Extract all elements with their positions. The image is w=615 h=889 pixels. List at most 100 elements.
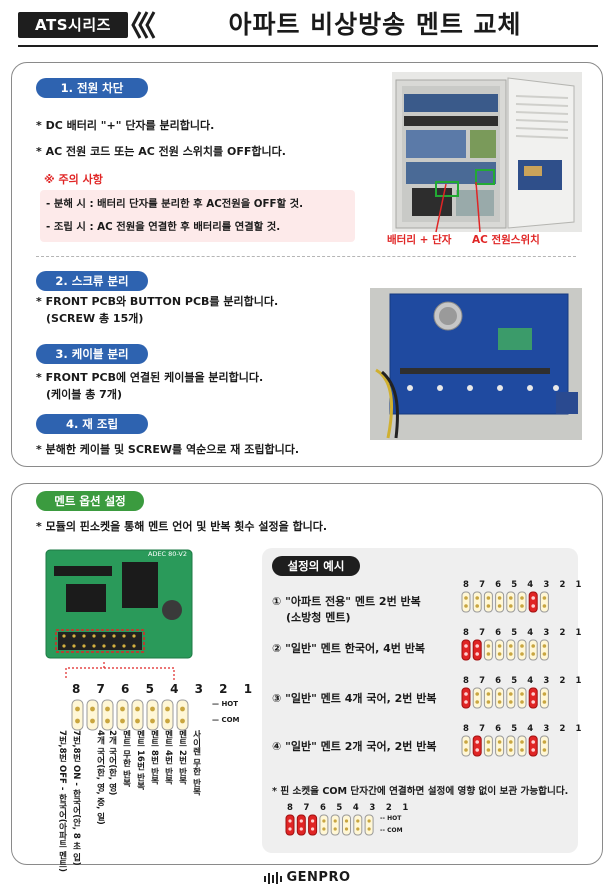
storage-note: * 핀 소켓을 COM 단자간에 연결하면 설정에 영향 없이 보관 가능합니다… [272, 786, 569, 797]
pin [542, 604, 547, 608]
pin-socket-on [296, 814, 306, 836]
pin [531, 692, 535, 696]
pin [367, 819, 371, 823]
title-rule [18, 45, 598, 47]
legend-pin3: 멘트 8번 반복 [149, 730, 159, 785]
pin [90, 706, 95, 712]
pin [509, 740, 513, 744]
pin [486, 748, 491, 752]
example-3-pins [461, 687, 549, 709]
pin-socket-off [495, 591, 505, 613]
pin [299, 819, 303, 823]
pin [486, 692, 491, 696]
pin [150, 718, 155, 724]
pin-socket-off [472, 687, 482, 709]
pin [520, 644, 524, 648]
pin [105, 706, 110, 712]
pin [520, 596, 524, 600]
pin-socket-off [506, 735, 516, 757]
cabinet-photo [392, 72, 582, 232]
pin [531, 652, 535, 656]
pin [475, 604, 479, 608]
pin [542, 692, 547, 696]
legend-pin5: 2개 국어(한, 영) [107, 730, 117, 796]
pin [509, 692, 513, 696]
pcb-photo [370, 288, 582, 440]
pin [486, 740, 491, 744]
pin [497, 604, 502, 608]
pin [486, 604, 491, 608]
pin [509, 748, 513, 752]
section2-pill: 2. 스크류 분리 [36, 271, 148, 291]
pin-socket-off [146, 699, 159, 731]
pin [497, 644, 502, 648]
pin-socket-off [353, 814, 363, 836]
pin [344, 819, 349, 823]
pin [288, 827, 292, 831]
pin [356, 819, 360, 823]
options-intro: * 모듈의 핀소켓을 통해 멘트 언어 및 반복 횟수 설정을 합니다. [36, 520, 328, 533]
pin-socket-on [528, 591, 538, 613]
storage-pins [285, 814, 374, 836]
pin-socket-off [483, 591, 493, 613]
pin-socket-off [539, 687, 549, 709]
pin-socket-off [342, 814, 351, 836]
section-divider [36, 256, 576, 257]
pin [367, 827, 371, 831]
pin [509, 596, 513, 600]
pin-socket-on [472, 639, 482, 661]
legend-pin1: 사이렌 무한 반복 [191, 730, 201, 796]
pin-socket-on [528, 687, 538, 709]
pin-socket-off [495, 639, 505, 661]
pin-socket-off [101, 699, 114, 731]
pin [464, 596, 468, 600]
pin [464, 644, 468, 648]
pin [311, 827, 315, 831]
pin [135, 718, 140, 724]
pin-socket-off [472, 591, 482, 613]
legend-pin8-on: 7번,8번 ON - 한국어(안, 8 초 입) [71, 730, 81, 866]
pin-socket-off [517, 687, 527, 709]
pin [464, 652, 468, 656]
pin-socket-off [483, 639, 493, 661]
pin-socket-off [506, 639, 516, 661]
legend-pin4: 멘트 무한 반복 [121, 730, 131, 787]
pin-socket-off [539, 591, 549, 613]
pin [165, 718, 170, 724]
legend-pin2: 멘트 2번 반복 [177, 730, 187, 785]
example-3-text: ③ "일반" 멘트 4개 국어, 2번 반복 [272, 692, 437, 705]
pointer-lines [435, 181, 481, 233]
example-2-pin-numbers: 8 7 6 5 4 3 2 1 [463, 628, 586, 638]
pin [288, 819, 292, 823]
pin [150, 706, 155, 712]
pin [475, 652, 479, 656]
pin [486, 700, 491, 704]
example-1-pin-numbers: 8 7 6 5 4 3 2 1 [463, 580, 586, 590]
section4-pill: 4. 재 조립 [36, 414, 148, 434]
caution-title: ※ 주의 사항 [44, 173, 103, 186]
pin [520, 700, 524, 704]
pin [497, 692, 502, 696]
pin-socket-off [495, 687, 505, 709]
pin [90, 718, 95, 724]
pin [120, 706, 125, 712]
legend-pin4b: 멘트 16번 반복 [135, 730, 145, 791]
hot-label-large: — HOT [212, 700, 239, 708]
pin [464, 740, 468, 744]
pin [497, 748, 502, 752]
pin [531, 604, 535, 608]
section3-pill: 3. 케이블 분리 [36, 344, 148, 364]
pin-socket-off [483, 687, 493, 709]
pin-socket-off [461, 591, 471, 613]
section4-line-1: * 분해한 케이블 및 SCREW를 역순으로 재 조립합니다. [36, 443, 300, 456]
com-label-large: — COM [212, 716, 240, 724]
pin [322, 827, 326, 831]
pin [475, 740, 479, 744]
pin [464, 692, 468, 696]
pin-socket-on [308, 814, 318, 836]
pin [542, 740, 547, 744]
pin-header-large [71, 699, 189, 731]
pin [542, 644, 547, 648]
pin [520, 652, 524, 656]
pin-socket-off [319, 814, 329, 836]
